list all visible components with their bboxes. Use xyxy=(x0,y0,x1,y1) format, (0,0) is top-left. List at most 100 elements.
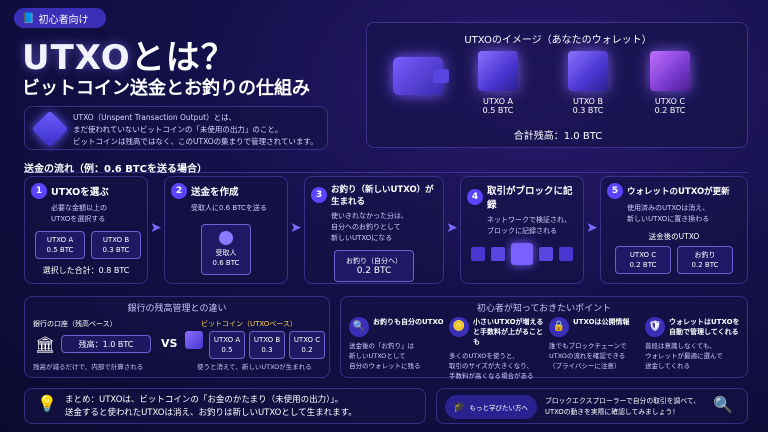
box-name: UTXO B xyxy=(253,336,281,344)
after-change-box: お釣り 0.2 BTC xyxy=(677,246,733,274)
box-name: お釣り xyxy=(694,251,716,259)
coin-utxo-b: UTXO B 0.3 BTC xyxy=(553,51,623,115)
recipient-label: 受取人 xyxy=(215,249,237,257)
cube-icon xyxy=(31,110,69,148)
arrow-icon: ➤ xyxy=(150,220,162,236)
step-desc: UTXOを選択する xyxy=(51,215,106,223)
step-desc: 受取人に0.6 BTCを送る xyxy=(191,204,267,212)
bank-label: 銀行の口座（残高ベース） xyxy=(33,320,117,328)
shield-icon: 🛡 xyxy=(645,317,665,337)
step-desc: 新しいUTXOに置き換わる xyxy=(627,215,710,223)
flow-divider xyxy=(24,172,748,173)
utxo-b-box: UTXO B 0.3 BTC xyxy=(91,231,141,259)
box-name: UTXO C xyxy=(293,336,321,344)
cube-icon xyxy=(650,51,690,91)
bank-icon: 🏛 xyxy=(35,335,56,354)
point-head: ウォレットはUTXOを自動で管理してくれる xyxy=(669,318,740,336)
point-item: 🛡ウォレットはUTXOを自動で管理してくれる 普段は意識しなくても、 ウォレット… xyxy=(645,317,741,371)
coin-utxo-c: UTXO C 0.2 BTC xyxy=(635,51,705,115)
box-amount: 0.2 BTC xyxy=(691,261,719,269)
step-title: 送金を作成 xyxy=(191,187,239,198)
blockchain-icon xyxy=(467,243,577,265)
box-amount: 0.2 BTC xyxy=(629,261,657,269)
summary-box: 💡 まとめ：UTXOは、ビットコインの「お金のかたまり（未使用の出力）」。 送金… xyxy=(24,388,426,424)
step-1: 1 UTXOを選ぶ 必要な金額以上の UTXOを選択する UTXO A 0.5 B… xyxy=(24,176,148,284)
btc-utxo-c: UTXO C 0.2 xyxy=(289,331,325,359)
point-line: 誰でもブロックチェーンで xyxy=(549,342,627,350)
change-box: お釣り（自分へ） 0.2 BTC xyxy=(334,250,414,282)
point-line: （プライバシーに注意） xyxy=(549,362,621,370)
box-name: UTXO A xyxy=(213,336,241,344)
arrow-icon: ➤ xyxy=(446,220,458,236)
point-line: UTXOの流れを確認できる xyxy=(549,352,626,360)
point-head: UTXOは公開情報 xyxy=(573,318,630,326)
step-desc: ネットワークで検証され、 xyxy=(487,216,572,224)
wallet-panel: UTXOのイメージ（あなたのウォレット） UTXO A 0.5 BTC UTXO… xyxy=(366,22,748,148)
person-icon xyxy=(219,231,233,245)
box-amount: 0.5 xyxy=(221,346,233,354)
btc-utxo-a: UTXO A 0.5 xyxy=(209,331,245,359)
page-title: UTXOとは？ xyxy=(22,30,236,79)
title-utxo: UTXO xyxy=(22,38,131,78)
after-label: 送金後のUTXO xyxy=(648,232,700,241)
btc-label: ビットコイン（UTXOベース） xyxy=(201,320,297,328)
point-line: 自分のウォレットに残る xyxy=(349,362,421,370)
box-name: UTXO A xyxy=(46,236,74,244)
point-line: ウォレットが最適に選んで xyxy=(645,352,723,360)
coin-name: UTXO B xyxy=(572,97,604,106)
flow-title: 送金の流れ（例：0.6 BTCを送る場合） xyxy=(24,164,207,175)
step-title: 取引がブロックに記録 xyxy=(487,186,573,211)
learn-more-button[interactable]: 🎓 もっと学びたい方へ xyxy=(445,395,537,419)
more-line2: UTXOの動きを実際に確認してみましょう！ xyxy=(545,408,680,416)
point-line: 手数料が高くなる場合がある xyxy=(449,372,534,380)
learn-more-box: 🎓 もっと学びたい方へ ブロックエクスプローラーで自分の取引を調べて、 UTXO… xyxy=(436,388,748,424)
step-number: 3 xyxy=(311,187,327,203)
coin-utxo-a: UTXO A 0.5 BTC xyxy=(463,51,533,115)
cube-icon xyxy=(478,51,518,91)
selected-total: 選択した合計：0.8 BTC xyxy=(42,266,130,275)
point-line: 新しいUTXOとして xyxy=(349,352,406,360)
step-title: ウォレットのUTXOが更新 xyxy=(627,187,730,197)
point-line: 普段は意識しなくても、 xyxy=(645,342,716,350)
intro-line3: ビットコインは残高ではなく、このUTXOの集まりで管理されています。 xyxy=(73,137,318,146)
bank-title: 銀行の残高管理との違い xyxy=(127,304,227,314)
intro-box: UTXO（Unspent Transaction Output）とは、 まだ使わ… xyxy=(24,106,328,150)
summary-line1: まとめ：UTXOは、ビットコインの「お金のかたまり（未使用の出力）」。 xyxy=(65,395,344,405)
step-number: 2 xyxy=(171,183,187,199)
point-item: 🪙小さいUTXOが増えると手数料が上がることも 多くのUTXOを使うと、 取引の… xyxy=(449,317,545,381)
points-title: 初心者が知っておきたいポイント xyxy=(476,304,612,314)
beginner-badge: 📘 初心者向け xyxy=(14,8,106,28)
step-desc: 使いきれなかった分は、 xyxy=(331,212,408,220)
step-number: 1 xyxy=(31,183,47,199)
book-icon: 📘 xyxy=(22,12,35,24)
point-line: 送金してくれる xyxy=(645,362,691,370)
box-amount: 0.2 xyxy=(301,346,313,354)
magnifier-icon[interactable]: 🔍 xyxy=(713,395,733,414)
point-line: 送金後の「お釣り」は xyxy=(349,342,414,350)
wallet-title: UTXOのイメージ（あなたのウォレット） xyxy=(464,35,652,46)
step-number: 4 xyxy=(467,189,483,205)
point-item: 🔒UTXOは公開情報 誰でもブロックチェーンで UTXOの流れを確認できる （プ… xyxy=(549,317,645,371)
step-desc: 使用済みのUTXOは消え、 xyxy=(627,204,710,212)
coin-name: UTXO A xyxy=(482,97,514,106)
step-title: UTXOを選ぶ xyxy=(51,187,109,198)
step-desc: 必要な金額以上の xyxy=(51,204,107,212)
coin-amount: 0.2 BTC xyxy=(654,106,686,115)
summary-line2: 送金すると使われたUTXOは消え、お釣りは新しいUTXOとして生まれます。 xyxy=(65,408,357,418)
vs-label: VS xyxy=(161,337,178,350)
after-utxo-c-box: UTXO C 0.2 BTC xyxy=(615,246,671,274)
point-item: 🔍お釣りも自分のUTXO 送金後の「お釣り」は 新しいUTXOとして 自分のウォ… xyxy=(349,317,445,371)
learn-more-label: もっと学びたい方へ xyxy=(469,404,528,412)
cube-icon xyxy=(185,331,203,349)
box-amount: 0.5 BTC xyxy=(46,246,74,254)
box-name: UTXO B xyxy=(102,236,130,244)
wallet-icon xyxy=(393,57,449,95)
intro-line2: まだ使われていないビットコインの「未使用の出力」のこと。 xyxy=(73,125,283,134)
coins-icon: 🪙 xyxy=(449,317,469,337)
utxo-a-box: UTXO A 0.5 BTC xyxy=(35,231,85,259)
